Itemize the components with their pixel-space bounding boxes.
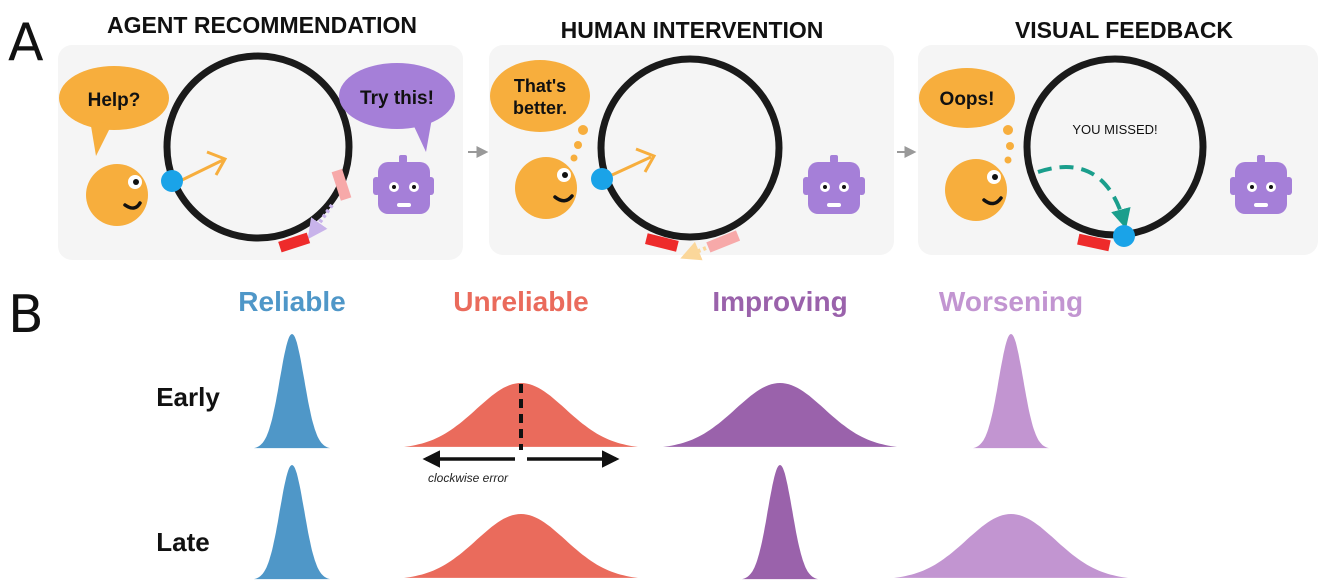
- human-aim-arrow: [181, 158, 224, 182]
- suggestion-move-arrow: [307, 203, 334, 240]
- distribution-late-improving: [742, 465, 818, 580]
- distribution-late-reliable: [254, 465, 330, 580]
- column-label-reliable: Reliable: [238, 286, 345, 317]
- suggestion-move-arrow: [680, 241, 707, 261]
- distribution-early-improving: [663, 383, 897, 447]
- distribution-late-worsening: [894, 514, 1128, 578]
- column-label-unreliable: Unreliable: [453, 286, 588, 317]
- scene-1: Help? Try this!: [59, 52, 455, 253]
- target-marker: [1077, 233, 1111, 252]
- human-avatar: [515, 157, 577, 219]
- human-avatar: [945, 159, 1007, 221]
- distribution-early-reliable: [254, 334, 330, 449]
- human-aim-arrow: [611, 155, 652, 177]
- human-speech-bubble: Help?: [59, 66, 169, 156]
- feedback-text: YOU MISSED!: [1072, 122, 1157, 137]
- axis-annotation: clockwise error: [428, 471, 509, 485]
- column-label-worsening: Worsening: [939, 286, 1083, 317]
- cursor-dot: [1113, 225, 1135, 247]
- human-speech-bubble: Oops!: [919, 68, 1015, 164]
- agent-suggestion-marker: [706, 230, 741, 253]
- row-label-late: Late: [156, 527, 209, 557]
- human-speech-bubble: That's better.: [490, 60, 590, 162]
- task-ring: [597, 55, 783, 241]
- panel-b-letter: B: [8, 285, 44, 345]
- title-agent-recommendation: AGENT RECOMMENDATION: [107, 12, 417, 38]
- robot-avatar: [1230, 155, 1292, 214]
- robot-avatar: [373, 155, 434, 214]
- robot-speech-text: Try this!: [360, 88, 434, 109]
- scene-3: Oops! YOU MISSED!: [919, 55, 1292, 252]
- agent-suggestion-marker: [331, 168, 352, 201]
- human-speech-text: Oops!: [940, 89, 995, 110]
- robot-avatar: [803, 155, 865, 214]
- scene-2: That's better.: [490, 55, 865, 261]
- cursor-dot: [591, 168, 613, 190]
- cursor-path-arrow: [1037, 165, 1131, 229]
- distribution-late-unreliable: [404, 514, 638, 578]
- robot-speech-bubble: Try this!: [339, 63, 455, 152]
- distribution-early-worsening: [973, 334, 1049, 449]
- title-human-intervention: HUMAN INTERVENTION: [561, 17, 824, 43]
- title-visual-feedback: VISUAL FEEDBACK: [1015, 17, 1233, 43]
- human-speech-text-line1: That's: [514, 76, 566, 96]
- scene-panel-2: [489, 45, 894, 255]
- row-label-early: Early: [156, 382, 220, 412]
- scene-panel-3: [918, 45, 1318, 255]
- column-label-improving: Improving: [712, 286, 847, 317]
- human-speech-text: Help?: [88, 90, 141, 111]
- cursor-dot: [161, 170, 183, 192]
- task-ring: [163, 52, 353, 242]
- human-speech-text-line2: better.: [513, 98, 567, 118]
- human-avatar: [86, 164, 148, 226]
- target-marker: [278, 232, 311, 253]
- panel-a-letter: A: [8, 13, 44, 73]
- target-marker: [645, 233, 679, 252]
